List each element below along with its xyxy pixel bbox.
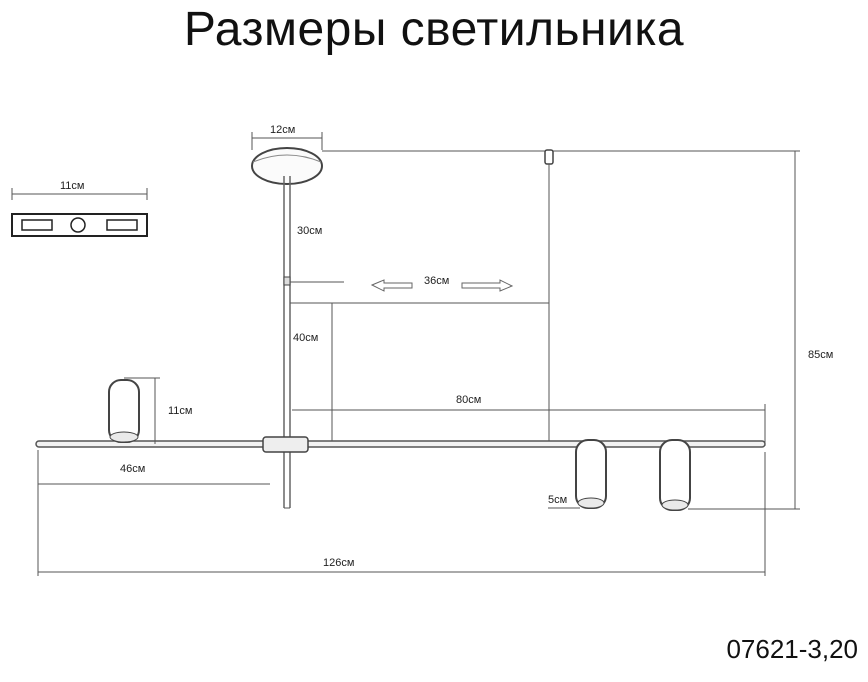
label-mount-plate-width: 11см — [60, 180, 84, 192]
suspension-wire — [544, 149, 554, 444]
page-title: Размеры светильника — [183, 3, 685, 56]
svg-text:.: . — [168, 405, 171, 417]
label-total-height: 85см — [808, 349, 833, 361]
shade-middle — [575, 439, 607, 509]
model-code: 07621-3,20 — [726, 634, 858, 664]
label-shade-diameter: 5см — [548, 494, 567, 506]
shade-height-dimension — [124, 377, 160, 444]
label-rod-lower: 40см — [293, 332, 318, 344]
shade-left — [108, 379, 140, 443]
canopy — [251, 132, 323, 185]
label-total-length: 126см — [323, 557, 354, 569]
arrow-left-icon — [370, 279, 413, 292]
label-rod-upper: 30см — [297, 225, 322, 237]
shade-right — [659, 439, 691, 511]
label-bar-right: 80см — [456, 394, 481, 406]
mounting-plate — [11, 188, 148, 237]
height-dimension — [688, 151, 800, 510]
label-bar-left: 46см — [120, 463, 145, 475]
bar-right-dimension — [292, 404, 766, 446]
label-canopy-diameter: 12см — [270, 124, 295, 136]
label-shade-height: 11см — [168, 405, 192, 417]
total-length-dimension — [38, 452, 766, 576]
label-arm-offset: 36см — [424, 275, 449, 287]
bar-left-dimension — [37, 450, 270, 576]
vertical-rod — [283, 176, 291, 509]
horizontal-bar — [35, 436, 766, 453]
arrow-right-icon — [461, 279, 514, 292]
